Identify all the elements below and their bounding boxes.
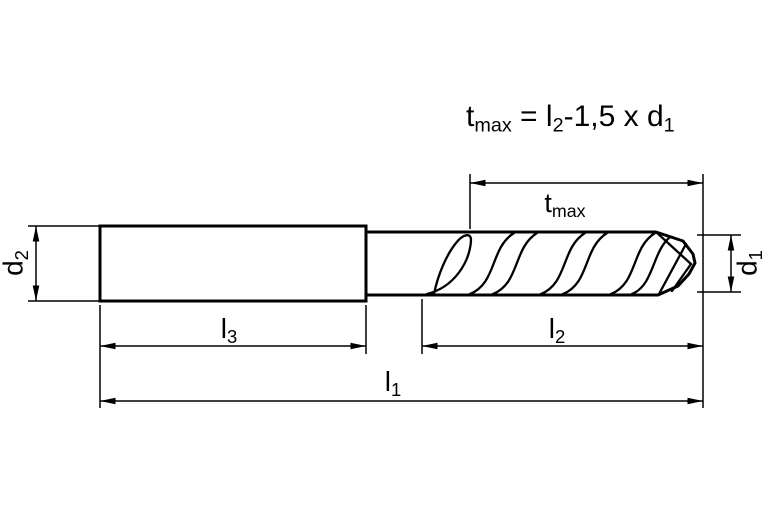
formula-l-subscript: 2 bbox=[552, 114, 564, 137]
drill-point-facet-line-1 bbox=[654, 230, 693, 266]
drill-body-outline bbox=[364, 230, 697, 297]
label-l3-subscript: 3 bbox=[226, 326, 238, 348]
label-l1: l1 bbox=[385, 367, 402, 400]
label-l3-base: l bbox=[220, 313, 227, 344]
flute-helix-line-2 bbox=[491, 231, 539, 296]
flute-helix-line-3 bbox=[539, 231, 587, 296]
label-l1-subscript: 1 bbox=[390, 379, 402, 401]
drill-point-facet-line-2 bbox=[670, 262, 693, 293]
flute-helix-line-4 bbox=[561, 231, 609, 296]
label-l2: l2 bbox=[549, 314, 566, 347]
formula-t-subscript: max bbox=[474, 114, 512, 137]
label-tmax: tmax bbox=[544, 189, 585, 221]
formula-d-subscript: 1 bbox=[663, 114, 675, 137]
label-tmax-base: t bbox=[544, 188, 552, 218]
label-d1-subscript: 1 bbox=[744, 250, 766, 261]
drill-point-facet-line-3 bbox=[657, 242, 688, 296]
flute-helix-line-1 bbox=[468, 231, 516, 296]
formula-t: t bbox=[466, 100, 475, 133]
label-d1: d1 bbox=[731, 250, 766, 276]
label-d2-subscript: 2 bbox=[10, 250, 32, 261]
label-l2-base: l bbox=[548, 313, 555, 344]
flute-runout-curve bbox=[425, 234, 473, 296]
formula-tmax: tmax = l2-1,5 x d1 bbox=[466, 101, 675, 136]
formula-equals-l: = l bbox=[511, 100, 553, 133]
flute-helix-line-5 bbox=[609, 231, 657, 296]
formula-tail: -1,5 x d bbox=[563, 100, 664, 133]
label-d1-base: d bbox=[731, 260, 763, 276]
label-l1-base: l bbox=[384, 366, 391, 397]
label-d2-base: d bbox=[0, 260, 29, 276]
label-tmax-subscript: max bbox=[551, 200, 586, 221]
label-d2: d2 bbox=[0, 250, 32, 276]
label-l3: l3 bbox=[221, 314, 238, 347]
label-l2-subscript: 2 bbox=[554, 326, 566, 348]
drill-shank bbox=[98, 224, 368, 303]
